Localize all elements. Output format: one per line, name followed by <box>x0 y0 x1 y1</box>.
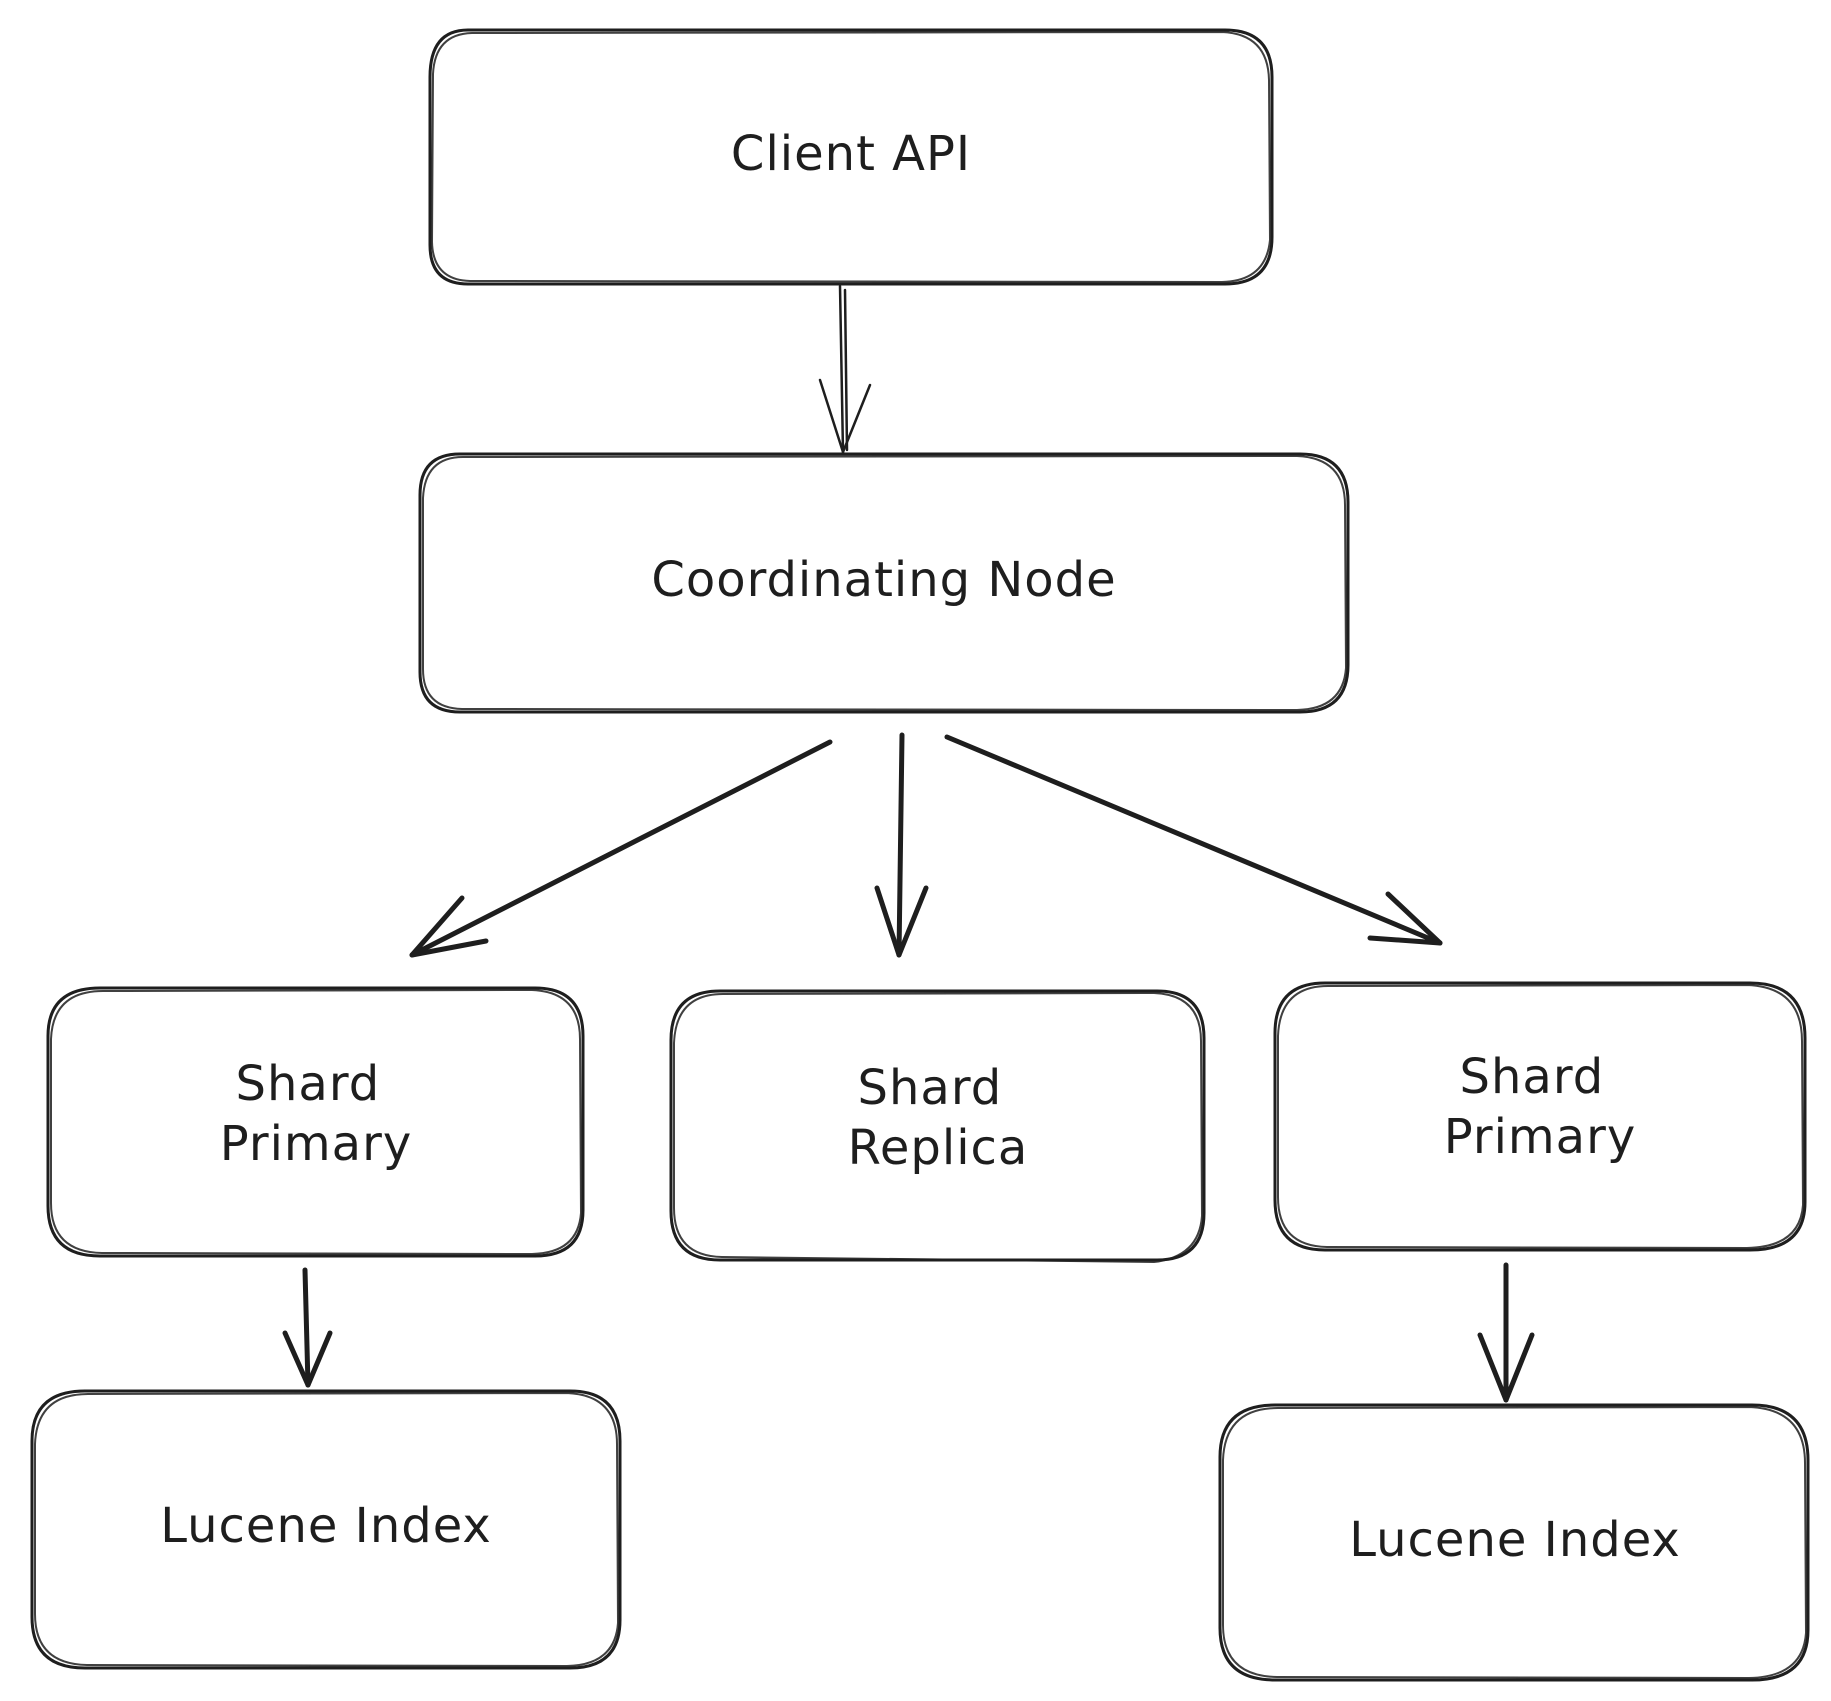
edge-shard-primary-right-to-lucene-index-right <box>1477 1262 1535 1403</box>
edge-coordinating-node-to-shard-replica <box>874 732 929 958</box>
edge-client-api-to-coordinating-node <box>818 284 872 454</box>
edge-coordinating-node-to-shard-primary-right <box>944 734 1443 946</box>
node-coordinating-node[interactable]: Coordinating Node <box>418 452 1350 714</box>
edge-shard-primary-left-to-lucene-index-left <box>282 1267 333 1388</box>
node-shard-replica-label: Shard Replica <box>848 1060 1029 1176</box>
node-shard-primary-right[interactable]: Shard Primary <box>1273 981 1807 1252</box>
node-lucene-index-right-label: Lucene Index <box>1349 1512 1681 1568</box>
node-shard-primary-left-label: Shard Primary <box>220 1056 412 1172</box>
node-client-api-label: Client API <box>731 126 971 182</box>
node-shard-primary-left[interactable]: Shard Primary <box>46 986 585 1258</box>
node-lucene-index-left[interactable]: Lucene Index <box>30 1389 622 1670</box>
node-coordinating-node-label: Coordinating Node <box>651 552 1116 608</box>
node-client-api[interactable]: Client API <box>428 28 1274 286</box>
node-shard-primary-right-label: Shard Primary <box>1444 1049 1636 1165</box>
node-shard-replica[interactable]: Shard Replica <box>669 989 1206 1263</box>
edge-coordinating-node-to-shard-primary-left <box>409 739 833 958</box>
node-lucene-index-left-label: Lucene Index <box>160 1498 492 1554</box>
node-lucene-index-right[interactable]: Lucene Index <box>1218 1403 1810 1682</box>
